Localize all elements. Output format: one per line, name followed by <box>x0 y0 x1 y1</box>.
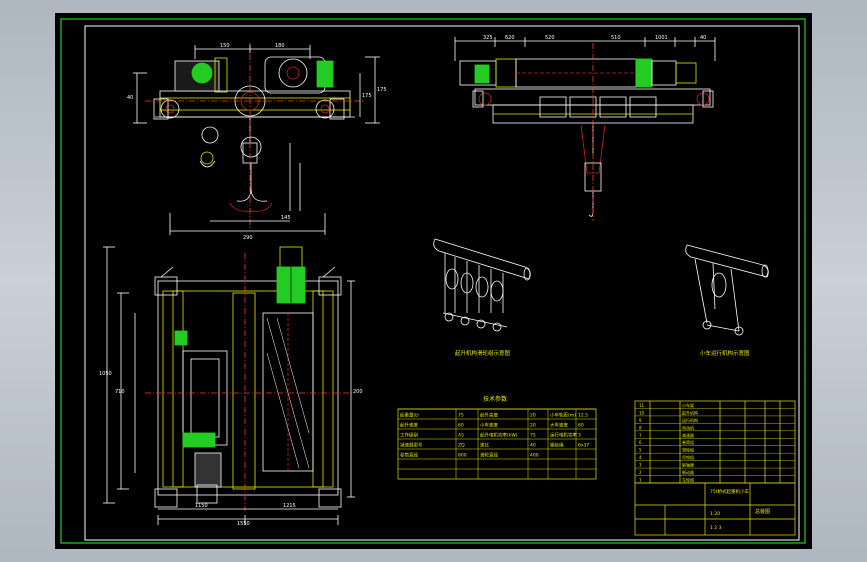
cad-drawing: 150 180 290 145 175 175 40 <box>60 18 806 544</box>
part-number: 2 <box>639 470 642 475</box>
spec-table-cell: 起升电机功率(kW) <box>480 432 518 439</box>
part-name: 运行机构 <box>682 417 698 423</box>
spec-table-cell: 3 <box>578 433 581 439</box>
title-block-drawing-name: 75t桥式起重机小车 <box>710 488 749 495</box>
spec-table-cell: ZQ <box>458 443 465 449</box>
part-name: 联轴器 <box>682 462 694 468</box>
title-block-company: 总装图 <box>755 508 770 515</box>
spec-table-cell: 起重量(t) <box>400 412 419 419</box>
side-dim-e: 1001 <box>655 35 668 41</box>
spec-table-cell: 小车速度 <box>480 422 498 429</box>
reeving-left-caption: 起升机构滑轮组示意图 <box>455 349 511 357</box>
spec-table-cell: 小车轨距(m) <box>550 412 576 419</box>
spec-table <box>397 408 597 480</box>
title-block-sheet: 1 2 3 <box>710 525 722 531</box>
part-number: 1 <box>639 478 642 483</box>
spec-table-cell: 速比 <box>480 442 489 449</box>
spec-table-title: 技术参数 <box>483 395 507 403</box>
front-dim-top-left: 150 <box>220 43 230 49</box>
front-dim-right-b: 175 <box>362 93 372 99</box>
reeving-diagram-left <box>433 238 531 332</box>
part-number: 4 <box>639 455 642 460</box>
spec-table-cell: 75 <box>458 413 464 419</box>
part-name: 车轮组 <box>682 477 694 483</box>
plan-dim-bottom-total: 1550 <box>237 521 250 527</box>
side-dim-c: 520 <box>545 35 555 41</box>
front-view <box>133 43 380 235</box>
front-dim-bottom-right: 145 <box>281 215 291 221</box>
part-number: 3 <box>639 463 642 468</box>
spec-table-cell: 600 <box>458 453 467 459</box>
part-number: 6 <box>639 440 642 445</box>
cad-viewport[interactable]: 150 180 290 145 175 175 40 <box>55 13 812 549</box>
spec-table-cell: 滑轮直径 <box>480 452 498 459</box>
side-view <box>454 37 716 221</box>
spec-table-cell: 20 <box>530 413 536 419</box>
front-dim-bottom: 290 <box>243 235 253 241</box>
side-dim-f: 40 <box>700 35 706 41</box>
part-number: 5 <box>639 448 642 453</box>
title-block-scale: 1:20 <box>710 511 720 517</box>
plan-dim-left-b: 710 <box>115 389 125 395</box>
reeving-diagram-right <box>685 244 769 336</box>
spec-table-cell: 钢丝绳 <box>550 442 564 449</box>
spec-table-cell: 运行电机功率 <box>550 432 577 439</box>
side-dim-b: 620 <box>505 35 515 41</box>
spec-table-cell: 工作级别 <box>400 432 418 439</box>
spec-table-body: 起重量(t) 75 起升高度 20 小车轨距(m)12.5 起升速度 60 小车速度 20 大车速… <box>398 408 596 479</box>
part-number: 10 <box>639 410 645 415</box>
plan-dim-bottom-left: 1150 <box>195 503 208 509</box>
plan-dim-bottom-right: 1215 <box>283 503 296 509</box>
spec-table-cell: 减速器型号 <box>400 442 423 449</box>
outer-border <box>60 18 806 544</box>
part-number: 7 <box>639 433 642 438</box>
spec-table-cell: 400 <box>530 453 539 459</box>
spec-table-cell: A5 <box>458 433 464 439</box>
part-name: 卷筒组 <box>682 439 694 445</box>
reeving-right-caption: 小车运行机构示意图 <box>700 349 750 357</box>
spec-table-cell: 起升速度 <box>400 422 418 429</box>
plan-view <box>103 246 355 525</box>
side-dim-d: 510 <box>611 35 621 41</box>
spec-table-cell: 大车速度 <box>550 422 568 429</box>
part-number: 8 <box>639 425 642 430</box>
spec-table-cell: 60 <box>578 423 584 429</box>
part-number: 9 <box>639 418 642 423</box>
spec-table-cell: 60 <box>458 423 464 429</box>
front-dim-left-a: 40 <box>127 95 133 101</box>
part-name: 制动器 <box>682 469 694 475</box>
part-number: 11 <box>639 403 645 408</box>
side-dim-a: 325 <box>483 35 493 41</box>
part-name: 滑轮组 <box>682 447 694 453</box>
spec-table-cell: 40 <box>530 443 536 449</box>
part-name: 减速器 <box>682 432 694 438</box>
plan-dim-right: 200 <box>353 389 363 395</box>
part-name: 起升机构 <box>682 409 698 415</box>
spec-table-cell: 起升高度 <box>480 412 498 419</box>
part-name: 小车架 <box>682 402 694 408</box>
spec-table-cell: 6x37 <box>578 443 589 449</box>
plan-dim-left-a: 1050 <box>99 371 112 377</box>
front-dim-right-a: 175 <box>377 87 387 93</box>
inner-border <box>84 25 800 541</box>
part-name: 吊钩组 <box>682 454 694 460</box>
front-dim-top-right: 180 <box>275 43 285 49</box>
part-name: 电动机 <box>682 424 694 430</box>
title-block-rows: 11 小车架 10 起升机构 9 运行机构 8 电动机 7 减速器 6 卷筒组 5 滑轮组 4 吊钩组 3 联轴器… <box>635 402 795 484</box>
spec-table-cell: 20 <box>530 423 536 429</box>
spec-table-cell: 12.5 <box>578 413 588 419</box>
spec-table-cell: 75 <box>530 433 536 439</box>
spec-table-cell: 卷筒直径 <box>400 452 418 459</box>
